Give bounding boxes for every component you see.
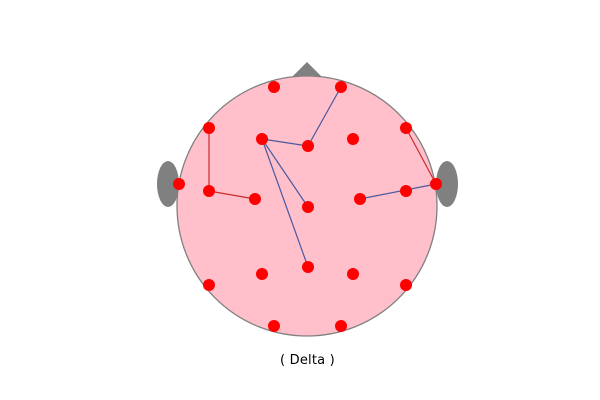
electrode-e15 — [302, 261, 314, 273]
electrode-e13 — [354, 193, 366, 205]
electrode-e07 — [347, 133, 359, 145]
electrode-e01 — [268, 81, 280, 93]
electrode-e04 — [400, 122, 412, 134]
electrode-e17 — [347, 268, 359, 280]
electrode-e06 — [302, 140, 314, 152]
electrode-e10 — [203, 185, 215, 197]
nose — [292, 62, 322, 77]
connection-e08-e14 — [405, 127, 437, 185]
band-caption: ( Delta ) — [280, 353, 335, 368]
electrode-e11 — [249, 193, 261, 205]
electrode-e03 — [203, 122, 215, 134]
electrode-e18 — [203, 279, 215, 291]
electrode-e20 — [268, 320, 280, 332]
left-ear — [157, 161, 179, 207]
electrodes-layer — [173, 81, 442, 332]
electrode-e19 — [400, 279, 412, 291]
electrode-e21 — [335, 320, 347, 332]
connection-e05-e06 — [261, 138, 309, 147]
electrode-e14 — [400, 185, 412, 197]
connection-e05-e12 — [261, 138, 309, 208]
electrode-e16 — [256, 268, 268, 280]
electrode-e12 — [302, 201, 314, 213]
connections-layer — [208, 86, 437, 268]
connection-e13-e14 — [359, 183, 437, 200]
electrode-e09 — [430, 178, 442, 190]
right-ear — [436, 161, 458, 207]
connection-e10-e11 — [208, 190, 256, 200]
connection-e05-e15 — [261, 138, 309, 268]
connection-e02-e06 — [307, 86, 342, 147]
electrode-e05 — [256, 133, 268, 145]
electrode-e08 — [173, 178, 185, 190]
electrode-e02 — [335, 81, 347, 93]
